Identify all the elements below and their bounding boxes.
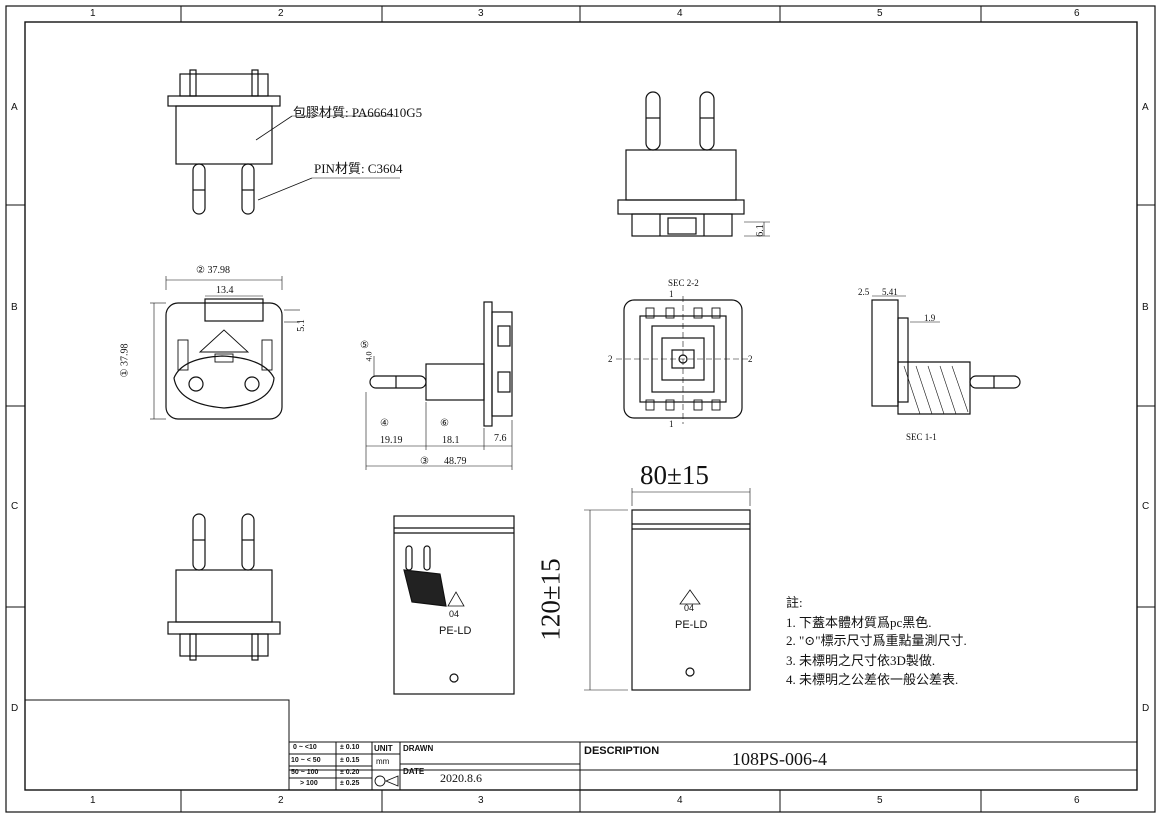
dim-body-marker: ⑥ xyxy=(440,418,449,429)
zone-row-b-right: B xyxy=(1142,302,1149,313)
tol-range-4: > 100 xyxy=(300,780,318,787)
zone-col-1-top: 1 xyxy=(90,8,96,19)
pin-material-callout: PIN材質: C3604 xyxy=(314,161,403,176)
dim-total-marker: ③ xyxy=(420,456,429,467)
dim-top-slot: 13.4 xyxy=(216,285,234,296)
sec22-title: SEC 2-2 xyxy=(668,278,699,288)
zone-col-2-bottom: 2 xyxy=(278,795,284,806)
overmold-material-callout: 包膠材質: PA666410G5 xyxy=(293,105,423,120)
part-number: 108PS-006-4 xyxy=(732,749,828,769)
dim-pin-dia: 4.0 xyxy=(364,351,374,362)
zone-col-1-bottom: 1 xyxy=(90,795,96,806)
tol-range-1: 0 ~ <10 xyxy=(293,744,317,751)
description-label: DESCRIPTION xyxy=(584,745,660,757)
tol-value-2: ± 0.15 xyxy=(340,757,360,764)
unit-value: mm xyxy=(376,757,390,766)
date-label: DATE xyxy=(403,767,425,776)
sec22-mark-bottom: 1 xyxy=(669,419,674,429)
sec22-mark-left: 2 xyxy=(608,354,613,364)
sec22-mark-right: 2 xyxy=(748,354,753,364)
tol-value-3: ± 0.20 xyxy=(340,769,360,776)
zone-col-5-top: 5 xyxy=(877,8,883,19)
zone-row-c-left: C xyxy=(11,501,19,512)
bag1-recycle-code: 04 xyxy=(449,609,460,619)
dim-bag-height: 120±15 xyxy=(535,558,566,641)
tol-value-1: ± 0.10 xyxy=(340,744,360,751)
notes-heading: 註: xyxy=(786,595,803,610)
bag2-recycle-code: 04 xyxy=(684,603,695,613)
date-value: 2020.8.6 xyxy=(440,771,482,785)
zone-col-2-top: 2 xyxy=(278,8,284,19)
unit-label: UNIT xyxy=(374,744,393,753)
sec11-dim-b: 5.41 xyxy=(882,287,898,297)
dim-total-len: 48.79 xyxy=(444,456,467,467)
sec11-dim-c: 1.9 xyxy=(924,313,936,323)
zone-col-6-top: 6 xyxy=(1074,8,1080,19)
zone-row-b-left: B xyxy=(11,302,18,313)
tol-value-4: ± 0.25 xyxy=(340,780,360,787)
zone-col-3-top: 3 xyxy=(478,8,484,19)
zone-col-5-bottom: 5 xyxy=(877,795,883,806)
sec11-title: SEC 1-1 xyxy=(906,432,937,442)
dim-height: ① 37.98 xyxy=(119,343,131,378)
dim-pin-dia-marker: ⑤ xyxy=(360,340,369,351)
bag1-recycle-material: PE-LD xyxy=(439,625,472,637)
dim-width: ② 37.98 xyxy=(196,265,230,276)
dim-flange: 7.6 xyxy=(494,433,507,444)
zone-col-4-top: 4 xyxy=(677,8,683,19)
zone-col-6-bottom: 6 xyxy=(1074,795,1080,806)
dim-pin-len-marker: ④ xyxy=(380,418,389,429)
zone-row-a-right: A xyxy=(1142,102,1149,113)
note-item-4: 4. 未標明之公差依一般公差表. xyxy=(786,672,959,687)
note-item-2: 2. "⊙"標示尺寸爲重點量測尺寸. xyxy=(786,633,967,648)
bag2-recycle-material: PE-LD xyxy=(675,619,708,631)
zone-row-c-right: C xyxy=(1142,501,1150,512)
drawn-label: DRAWN xyxy=(403,744,434,753)
tol-range-2: 10 ~ < 50 xyxy=(291,757,321,764)
note-item-3: 3. 未標明之尺寸依3D製做. xyxy=(786,653,936,668)
sec11-dim-a: 2.5 xyxy=(858,287,870,297)
zone-row-a-left: A xyxy=(11,102,18,113)
dim-top-right: 5.1 xyxy=(295,319,307,332)
zone-row-d-right: D xyxy=(1142,703,1150,714)
zone-row-d-left: D xyxy=(11,703,19,714)
tol-range-3: 50 ~ 100 xyxy=(291,769,319,776)
dim-top-view-height: 6.1 xyxy=(754,224,766,237)
zone-col-3-bottom: 3 xyxy=(478,795,484,806)
dim-body-len: 18.1 xyxy=(442,435,460,446)
zone-col-4-bottom: 4 xyxy=(677,795,683,806)
sec22-mark-top: 1 xyxy=(669,289,674,299)
dim-pin-len: 19.19 xyxy=(380,435,403,446)
note-item-1: 1. 下蓋本體材質爲pc黑色. xyxy=(786,615,932,630)
dim-bag-width: 80±15 xyxy=(640,460,709,490)
